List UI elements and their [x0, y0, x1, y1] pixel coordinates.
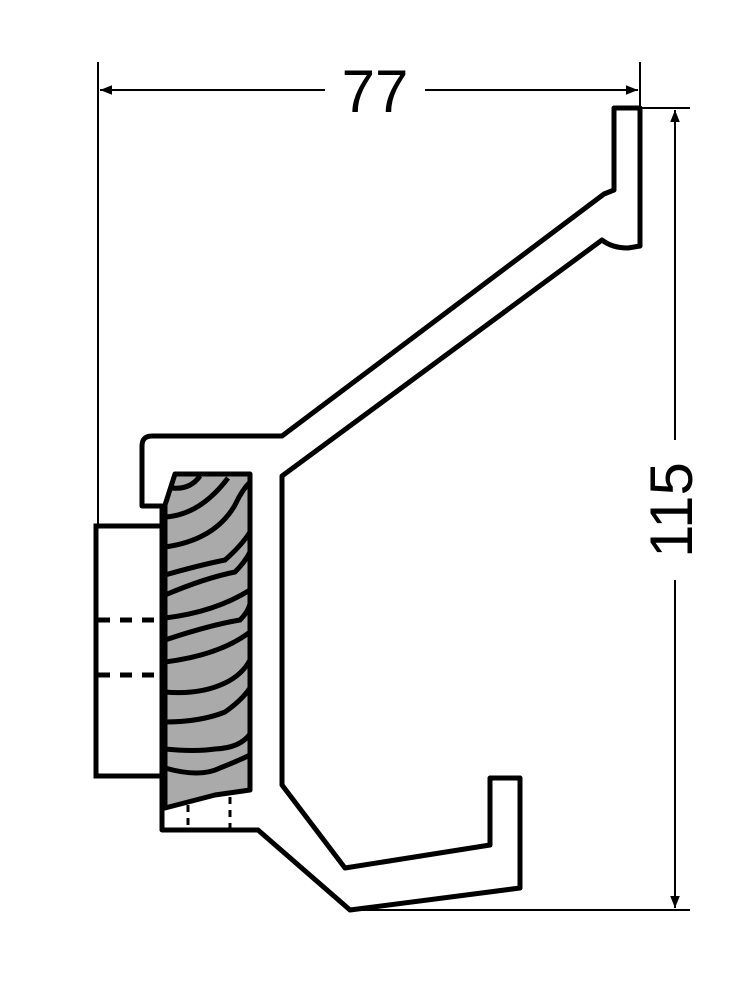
wood-insert: [162, 471, 253, 830]
wood-grain: [164, 474, 253, 776]
width-dimension: 77: [97, 58, 641, 525]
height-dimension: 115: [350, 107, 705, 911]
height-label: 115: [638, 462, 705, 558]
wall-plate: [93, 523, 165, 779]
hook-profile: [139, 105, 643, 913]
width-label: 77: [342, 58, 409, 125]
